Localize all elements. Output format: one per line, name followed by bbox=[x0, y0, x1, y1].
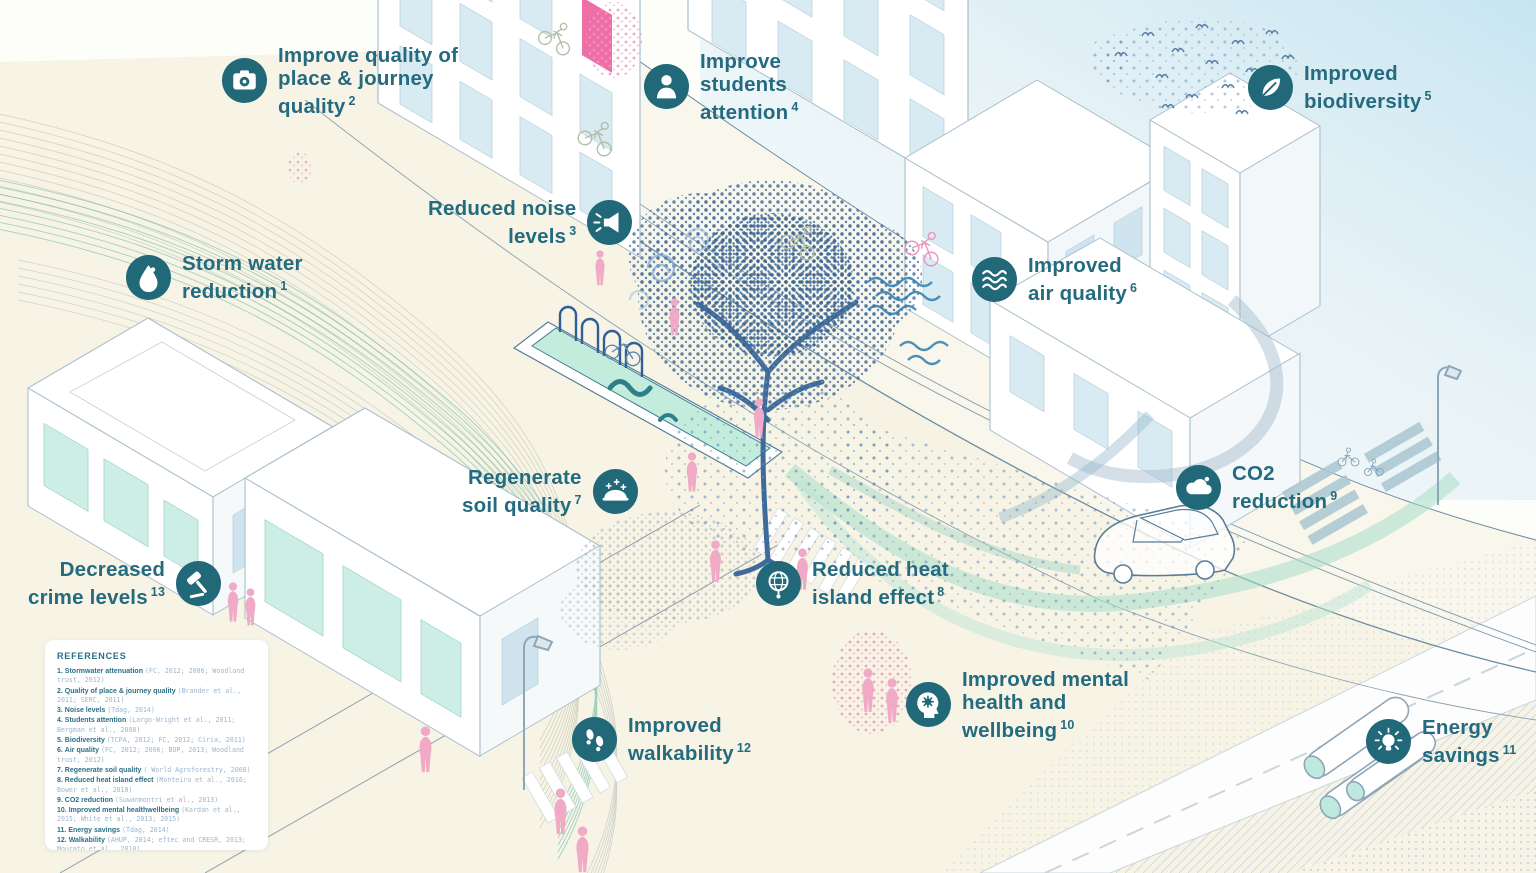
bike-racks bbox=[558, 305, 644, 377]
student-icon bbox=[644, 64, 689, 110]
reference-item: 5. Biodiversity (TCPA, 2012; FC, 2012; C… bbox=[57, 736, 246, 745]
reference-item: 1. Stormwater attenuation (FC, 2012; 200… bbox=[57, 667, 245, 685]
soil-icon bbox=[592, 468, 638, 514]
references-heading: REFERENCES bbox=[57, 651, 127, 661]
reference-item: 8. Reduced heat island effect (Monteiro … bbox=[57, 776, 247, 794]
globe-icon bbox=[756, 560, 801, 606]
reference-item: 11. Energy savings (Tdag, 2014) bbox=[57, 825, 170, 834]
reference-item: 7. Regenerate soil quality ( World Agrof… bbox=[57, 765, 251, 774]
reference-item: 9. CO2 reduction (Suwanmontri et al., 20… bbox=[57, 795, 219, 804]
footprints-icon bbox=[572, 716, 617, 762]
roof-vents bbox=[1282, 421, 1442, 545]
seed-dots bbox=[820, 420, 1250, 680]
reference-item: 4. Students attention (Largo-Wright et a… bbox=[57, 716, 236, 734]
lightbulb-icon bbox=[1366, 718, 1411, 764]
dust-cloud bbox=[560, 512, 760, 650]
wind-curls bbox=[629, 227, 949, 366]
gavel-icon bbox=[176, 560, 222, 606]
callout-place-journey-quality: Improve quality of place & journey quali… bbox=[222, 44, 458, 118]
callout-label: Improve quality of place & journey quali… bbox=[278, 44, 459, 118]
street-lamp-left bbox=[523, 634, 554, 790]
reference-item: 10. Improved mental healthwellbeing (Kar… bbox=[57, 806, 241, 824]
cloud-icon bbox=[1176, 464, 1221, 510]
reference-item: 2. Quality of place & journey quality (B… bbox=[57, 686, 242, 704]
reference-item: 12. Walkability (AHUP, 2014; eftec and C… bbox=[57, 836, 246, 850]
car bbox=[1093, 504, 1236, 584]
reference-item: 3. Noise levels (Tdag, 2014) bbox=[57, 706, 155, 715]
tree bbox=[628, 180, 922, 577]
mind-icon bbox=[906, 682, 951, 728]
camera-icon bbox=[222, 58, 267, 104]
speaker-icon bbox=[587, 199, 633, 245]
bottom-right-road bbox=[940, 540, 1536, 873]
reference-item: 6. Air quality (FC, 2012; 2006; BOP, 201… bbox=[57, 746, 244, 764]
air-waves-icon bbox=[972, 256, 1017, 302]
leaf-icon bbox=[1248, 64, 1293, 110]
buildings bbox=[27, 0, 1442, 758]
street-lamp-right bbox=[1437, 364, 1463, 505]
references-panel: REFERENCES 1. Stormwater attenuation (FC… bbox=[45, 640, 268, 850]
water-drop-icon bbox=[126, 254, 171, 300]
